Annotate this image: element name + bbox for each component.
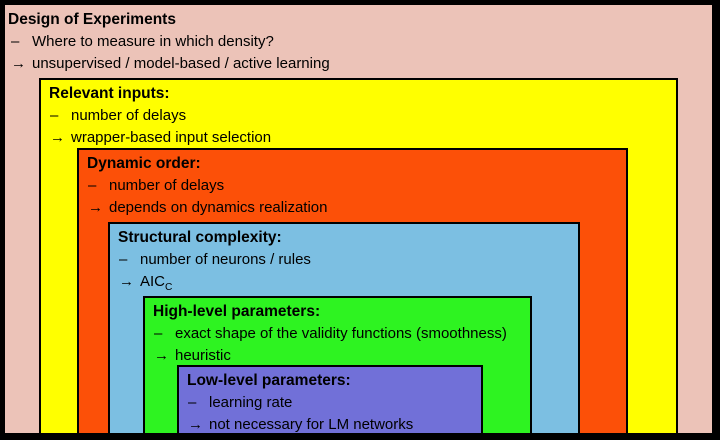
- aic-subscript: C: [165, 282, 173, 293]
- arrow-icon: →: [11, 55, 26, 72]
- box-title: Dynamic order:: [87, 155, 201, 172]
- bullet-line: –number of delays: [47, 105, 672, 127]
- line-text: number of neurons / rules: [140, 251, 311, 268]
- arrow-icon: →: [50, 129, 65, 146]
- line-text: number of delays: [71, 107, 187, 124]
- dash-bullet: –: [119, 251, 128, 268]
- line-text: wrapper-based input selection: [71, 129, 272, 146]
- bullet-line: –number of delays: [85, 175, 622, 197]
- header-arrow-line: → unsupervised / model-based / active lea…: [8, 53, 330, 75]
- bullet-line: –exact shape of the validity functions (…: [151, 323, 526, 345]
- line-text: heuristic: [175, 347, 231, 364]
- page-title: Design of Experiments: [8, 11, 176, 28]
- bullet-line: –number of neurons / rules: [116, 249, 574, 271]
- arrow-icon: →: [154, 347, 169, 364]
- bullet-line: –learning rate: [185, 392, 477, 414]
- box-title: High-level parameters:: [153, 303, 321, 320]
- arrow-line: → not necessary for LM networks: [185, 414, 477, 433]
- slide-header: Design of Experiments –Where to measure …: [8, 9, 330, 75]
- line-text: number of delays: [109, 177, 225, 194]
- header-bullet-line: –Where to measure in which density?: [8, 31, 330, 53]
- line-text: depends on dynamics realization: [109, 199, 328, 216]
- line-text: AIC: [140, 273, 166, 290]
- line-text: learning rate: [209, 394, 293, 411]
- dash-bullet: –: [50, 107, 59, 124]
- box-title: Low-level parameters:: [187, 372, 351, 389]
- arrow-line: → depends on dynamics realization: [85, 197, 622, 219]
- header-line-text: unsupervised / model-based / active lear…: [32, 55, 330, 72]
- box-low-level-parameters: Low-level parameters: –learning rate → no…: [177, 365, 483, 433]
- line-text: not necessary for LM networks: [209, 416, 414, 433]
- arrow-icon: →: [119, 273, 134, 290]
- arrow-icon: →: [88, 199, 103, 216]
- line-text: exact shape of the validity functions (s…: [175, 325, 507, 342]
- box-title: Structural complexity:: [118, 229, 282, 246]
- arrow-line: → wrapper-based input selection: [47, 127, 672, 149]
- dash-bullet: –: [11, 33, 20, 50]
- dash-bullet: –: [88, 177, 97, 194]
- box-title: Relevant inputs:: [49, 85, 170, 102]
- slide-background: Design of Experiments –Where to measure …: [5, 5, 712, 433]
- header-line-text: Where to measure in which density?: [32, 33, 274, 50]
- arrow-line: → heuristic: [151, 345, 526, 367]
- dash-bullet: –: [188, 394, 197, 411]
- arrow-icon: →: [188, 416, 203, 433]
- arrow-line: → AICC: [116, 271, 574, 293]
- dash-bullet: –: [154, 325, 163, 342]
